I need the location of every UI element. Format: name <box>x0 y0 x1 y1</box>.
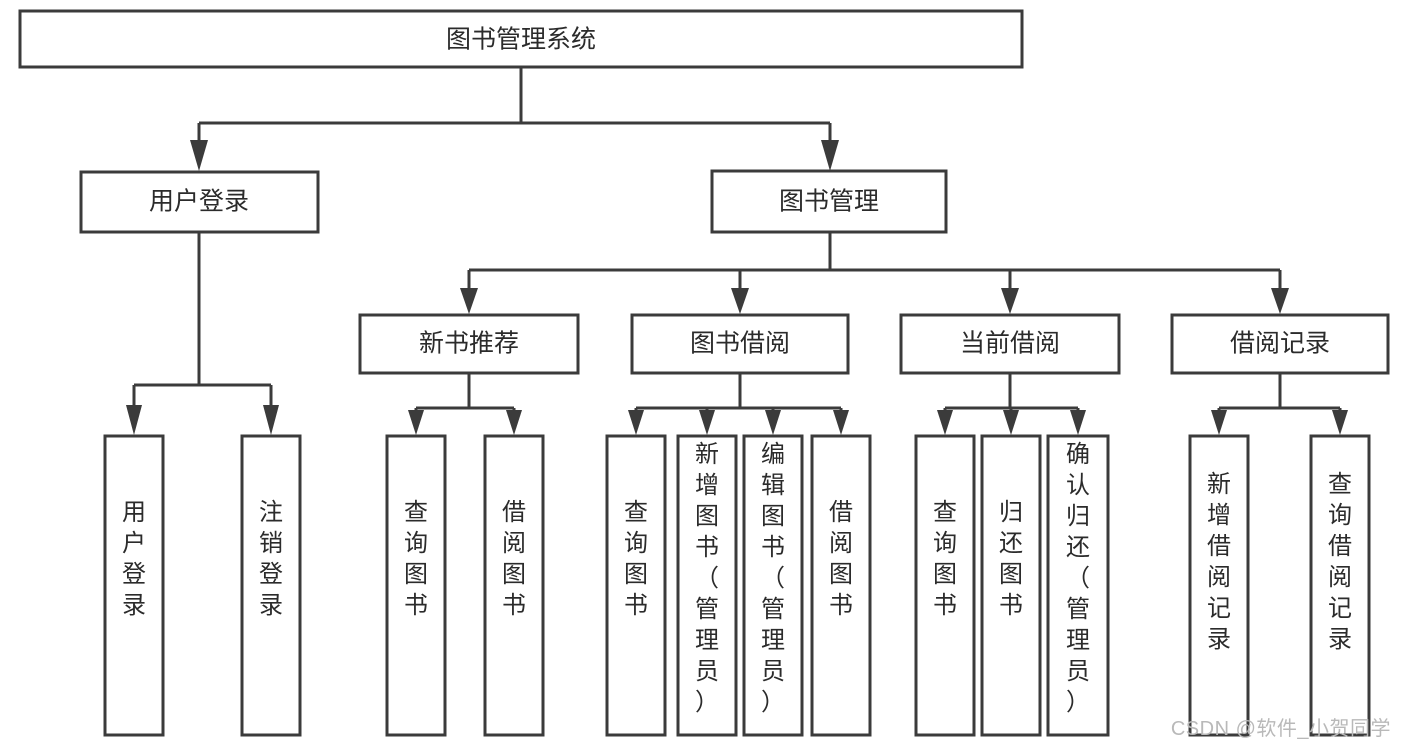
node-leaf-6-label: 新增图书（管理员） <box>695 441 719 716</box>
node-records-box[interactable] <box>1170 313 1390 375</box>
node-borrow[interactable]: 图书借阅 <box>630 313 850 375</box>
node-leaf-10-label: 归还图书 <box>999 499 1023 619</box>
arrow-head-leaf-11 <box>1070 410 1086 435</box>
node-leaf-8[interactable]: 借阅图书 <box>810 434 872 737</box>
node-leaf-7-box[interactable] <box>742 434 804 737</box>
node-leaf-5-label: 查询图书 <box>624 499 648 619</box>
node-leaf-3-label: 查询图书 <box>404 499 428 619</box>
node-leaf-4-box[interactable] <box>483 434 545 737</box>
node-layer: 图书管理系统 用户登录 图书管理 新书推荐 图书借阅 当前 <box>18 9 1390 737</box>
arrow-head-bookmgmt <box>821 140 839 171</box>
node-root-label: 图书管理系统 <box>446 26 596 54</box>
node-newbook[interactable]: 新书推荐 <box>358 313 580 375</box>
node-leaf-5[interactable]: 查询图书 <box>605 434 667 737</box>
node-login-box[interactable] <box>79 170 320 234</box>
node-leaf-11-box[interactable] <box>1046 434 1110 737</box>
node-leaf-2-box[interactable] <box>240 434 302 737</box>
arrow-head-borrow <box>731 288 749 314</box>
node-leaf-4[interactable]: 借阅图书 <box>483 434 545 737</box>
node-leaf-11[interactable]: 确认归还（管理员） <box>1046 434 1110 737</box>
node-root-box[interactable] <box>18 9 1024 69</box>
node-records[interactable]: 借阅记录 <box>1170 313 1390 375</box>
node-current-box[interactable] <box>899 313 1121 375</box>
node-leaf-2-label: 注销登录 <box>259 499 283 619</box>
node-leaf-7[interactable]: 编辑图书（管理员） <box>742 434 804 737</box>
node-borrow-box[interactable] <box>630 313 850 375</box>
node-current[interactable]: 当前借阅 <box>899 313 1121 375</box>
arrow-head-records <box>1271 288 1289 314</box>
node-leaf-11-label: 确认归还（管理员） <box>1066 441 1090 716</box>
node-bookmgmt[interactable]: 图书管理 <box>710 169 948 234</box>
node-leaf-4-label: 借阅图书 <box>502 499 526 619</box>
arrow-head-leaf-9 <box>937 410 953 435</box>
node-leaf-3[interactable]: 查询图书 <box>385 434 447 737</box>
node-records-label: 借阅记录 <box>1230 330 1330 358</box>
node-leaf-1[interactable]: 用户登录 <box>103 434 165 737</box>
node-leaf-12-box[interactable] <box>1188 434 1250 737</box>
node-login-label: 用户登录 <box>149 188 249 216</box>
node-leaf-8-label: 借阅图书 <box>829 499 853 619</box>
node-leaf-7-label: 编辑图书（管理员） <box>761 441 785 716</box>
node-root[interactable]: 图书管理系统 <box>18 9 1024 69</box>
node-bookmgmt-label: 图书管理 <box>779 188 879 216</box>
node-leaf-9-label: 查询图书 <box>933 499 957 619</box>
node-leaf-9[interactable]: 查询图书 <box>914 434 976 737</box>
arrow-head-current <box>1001 288 1019 314</box>
node-leaf-12-label: 新增借阅记录 <box>1207 471 1231 653</box>
arrow-head-leaf-1 <box>126 405 142 435</box>
node-borrow-label: 图书借阅 <box>690 330 790 358</box>
node-newbook-box[interactable] <box>358 313 580 375</box>
arrow-head-leaf-6 <box>699 410 715 435</box>
node-login[interactable]: 用户登录 <box>79 170 320 234</box>
arrow-head-newbook <box>460 288 478 314</box>
node-current-label: 当前借阅 <box>960 330 1060 358</box>
arrow-head-leaf-13 <box>1332 410 1348 435</box>
node-leaf-10-box[interactable] <box>980 434 1042 737</box>
node-leaf-6-box[interactable] <box>676 434 738 737</box>
arrow-head-leaf-7 <box>765 410 781 435</box>
csdn-watermark: CSDN @软件_小贺同学 <box>1170 718 1391 740</box>
node-leaf-10[interactable]: 归还图书 <box>980 434 1042 737</box>
node-leaf-2[interactable]: 注销登录 <box>240 434 302 737</box>
node-bookmgmt-box[interactable] <box>710 169 948 234</box>
arrow-head-login <box>190 140 208 171</box>
node-leaf-9-box[interactable] <box>914 434 976 737</box>
connector-layer <box>126 67 1348 435</box>
node-leaf-6[interactable]: 新增图书（管理员） <box>676 434 738 737</box>
arrow-head-leaf-12 <box>1211 410 1227 435</box>
node-leaf-1-label: 用户登录 <box>122 499 146 619</box>
node-leaf-1-box[interactable] <box>103 434 165 737</box>
node-leaf-3-box[interactable] <box>385 434 447 737</box>
node-leaf-13[interactable]: 查询借阅记录 <box>1309 434 1371 737</box>
node-leaf-13-label: 查询借阅记录 <box>1328 471 1352 653</box>
node-newbook-label: 新书推荐 <box>419 330 519 358</box>
arrow-head-leaf-8 <box>833 410 849 435</box>
node-leaf-13-box[interactable] <box>1309 434 1371 737</box>
arrow-head-leaf-3 <box>408 410 424 435</box>
arrow-head-leaf-5 <box>628 410 644 435</box>
arrow-head-leaf-10 <box>1003 410 1019 435</box>
node-leaf-8-box[interactable] <box>810 434 872 737</box>
arrow-head-leaf-2 <box>263 405 279 435</box>
node-leaf-12[interactable]: 新增借阅记录 <box>1188 434 1250 737</box>
arrow-head-leaf-4 <box>506 410 522 435</box>
node-leaf-5-box[interactable] <box>605 434 667 737</box>
